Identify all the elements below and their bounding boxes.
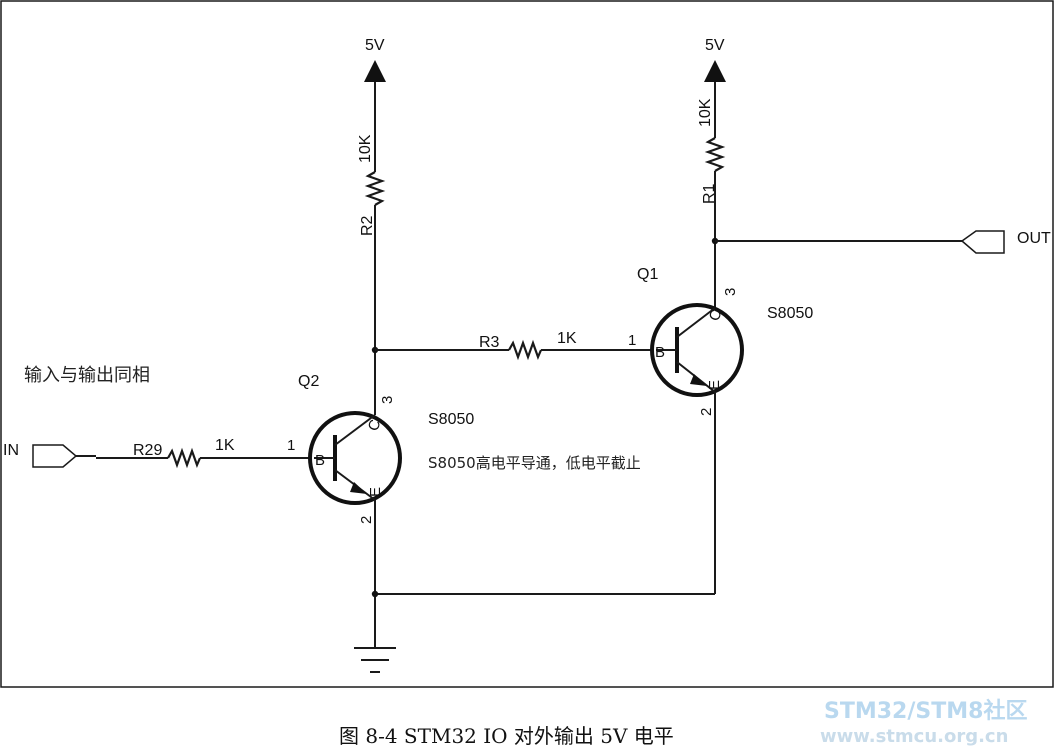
- out-port-label: OUT: [1017, 230, 1051, 247]
- q1-e-label: E: [706, 380, 723, 390]
- q2-pin3: 3: [379, 396, 396, 404]
- junction-ground-node: [371, 590, 379, 598]
- transistor-q2-body: [308, 411, 402, 505]
- r2-ref: R2: [359, 215, 376, 236]
- q1-part: S8050: [767, 305, 813, 322]
- q1-b-label: B: [655, 344, 665, 361]
- q2-e-label: E: [367, 487, 384, 497]
- q2-part: S8050: [428, 411, 474, 428]
- watermark-blur: [700, 720, 1055, 753]
- q1-pin3: 3: [722, 288, 739, 296]
- resistor-r1: [704, 137, 726, 172]
- r1-value: 10K: [697, 98, 714, 127]
- q1-pin2: 2: [698, 408, 715, 416]
- q2-pin2: 2: [358, 516, 375, 524]
- q2-collector-lead: [334, 414, 376, 446]
- q1-collector-lead: [676, 307, 716, 338]
- r3-value: 1K: [557, 330, 577, 347]
- r29-ref: R29: [133, 442, 162, 459]
- supply-arrow-right-icon: [704, 60, 726, 82]
- phase-note: 输入与输出同相: [24, 365, 150, 386]
- supply-label-left: 5V: [365, 37, 385, 54]
- r3-ref: R3: [479, 334, 500, 351]
- out-port-icon: [960, 230, 1005, 254]
- q2-ref: Q2: [298, 373, 319, 390]
- q2-b-label: B: [315, 452, 325, 469]
- resistor-r29: [167, 447, 202, 469]
- watermark-title: STM32/STM8社区: [824, 698, 1027, 724]
- in-port-icon: [32, 444, 78, 468]
- q1-emitter-arrow-icon: [690, 374, 707, 386]
- supply-label-right: 5V: [705, 37, 725, 54]
- r2-value: 10K: [357, 134, 374, 163]
- supply-arrow-left-icon: [364, 60, 386, 82]
- r29-value: 1K: [215, 437, 235, 454]
- q1-ref: Q1: [637, 266, 658, 283]
- r1-ref: R1: [701, 183, 718, 204]
- resistor-r3: [508, 339, 543, 361]
- schematic-frame: [0, 0, 1054, 688]
- watermark-url: www.stmcu.org.cn: [820, 726, 1008, 747]
- figure-caption: 图 8-4 STM32 IO 对外输出 5V 电平: [339, 724, 674, 748]
- q2-pin1: 1: [287, 437, 295, 454]
- resistor-r2: [364, 171, 386, 206]
- q2-emitter-arrow-icon: [350, 482, 367, 494]
- transistor-q1-body: [650, 303, 744, 397]
- in-port-label: IN: [3, 442, 19, 459]
- behavior-note: S8050高电平导通，低电平截止: [428, 454, 641, 472]
- q1-pin1: 1: [628, 332, 636, 349]
